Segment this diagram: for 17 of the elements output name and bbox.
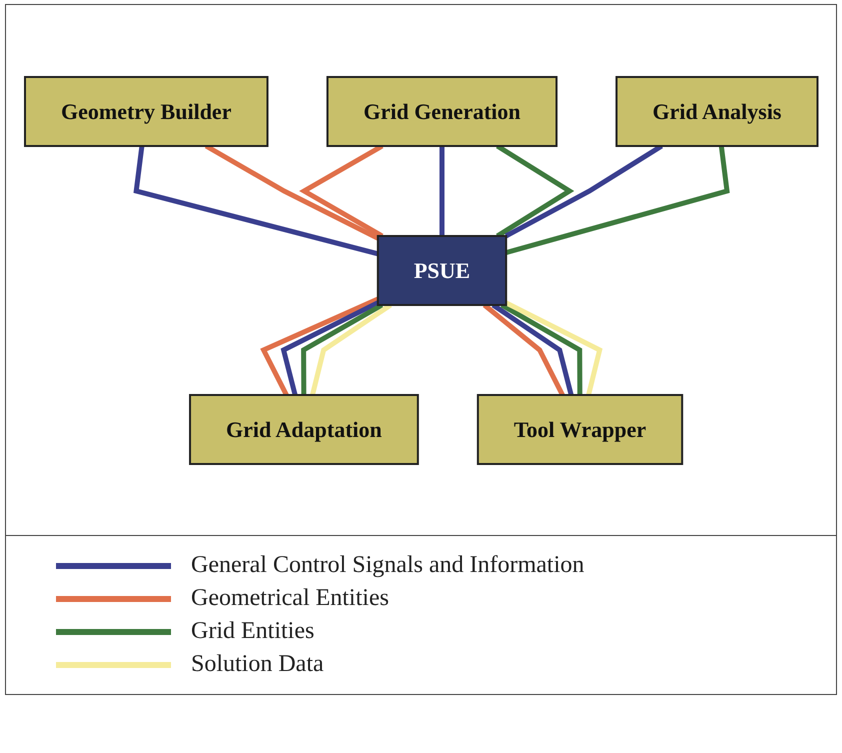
connector [133,145,378,256]
connector [504,300,602,396]
connector [280,300,379,396]
node-box: Grid Generation [326,76,558,146]
legend-label: Grid Entities [191,618,314,645]
node-box: Tool Wrapper [476,394,683,464]
legend-label: Geometrical Entities [191,585,389,612]
connector [300,302,383,394]
legend-label: Solution Data [191,651,324,678]
node-box: Grid Adaptation [188,394,419,464]
node-box: Geometry Builder [24,76,268,146]
connector [260,296,379,396]
connector [505,145,730,255]
legend-label: General Control Signals and Information [191,552,584,579]
node-box: Grid Analysis [615,76,818,146]
node-box: PSUE [376,234,507,306]
connector [439,146,444,236]
